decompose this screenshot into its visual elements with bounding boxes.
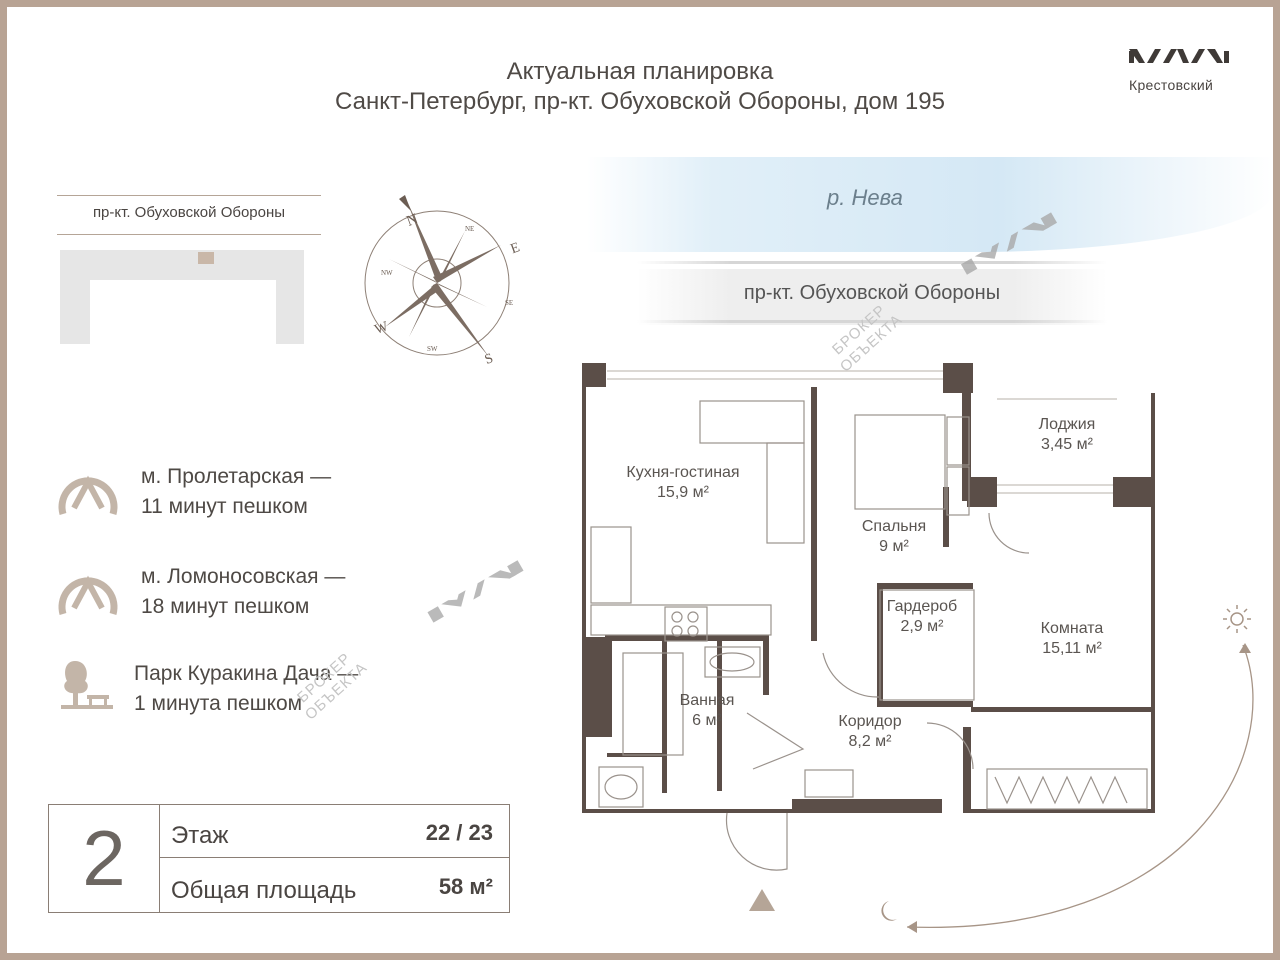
river-label: р. Нева [827,185,903,210]
room-label: Гардероб 2,9 м² [867,597,977,637]
room-area: 3,45 м² [1041,436,1093,453]
room-area: 9 м² [879,538,909,555]
room-label: Кухня-гостиная 15,9 м² [603,463,763,503]
compass-e-label: E [509,240,522,257]
metro-icon [58,475,118,515]
summary-divider [160,857,509,858]
entrance-triangle-icon [749,889,775,911]
compass-s-label: S [483,351,495,367]
mini-map-street [57,195,321,235]
room-area: 8,2 м² [848,733,892,750]
park-icon [61,661,113,709]
compass-sw-label: SW [427,345,438,353]
room-area: 15,9 м² [657,484,709,501]
room-label: Спальня 9 м² [839,517,949,557]
brand-logo-icon [1129,49,1229,63]
floor-label: Этаж [171,822,229,849]
room-area: 2,9 м² [900,618,944,635]
room-name: Комната [1040,620,1104,637]
nearby-distance: 1 минута пешком [134,692,303,715]
nearby-name: м. Пролетарская — [141,465,332,488]
nearby-distance: 11 минут пешком [141,495,308,518]
page-title: Актуальная планировка [506,58,774,85]
floor-value: 22 / 23 [425,820,493,845]
sun-icon [1223,605,1251,633]
summary-box: 2 Этаж 22 / 23 Общая площадь 58 м² [48,804,510,913]
compass-rose-icon: N NE E SE S SW W NW [364,195,522,367]
floor-plan [582,363,1155,871]
avenue-border-bottom [637,320,1107,323]
room-name: Спальня [861,518,927,535]
nearby-name: м. Ломоносовская — [141,565,346,588]
room-name: Лоджия [1038,416,1096,433]
room-name: Коридор [838,713,902,730]
room-area: 6 м² [692,712,722,729]
avenue-label: пр-кт. Обуховской Обороны [743,282,1001,304]
room-label: Коридор 8,2 м² [815,712,925,752]
area-value: 58 м² [438,874,493,899]
compass-nw-label: NW [381,269,393,277]
metro-icon [58,575,118,615]
mini-map-street-label: пр-кт. Обуховской Обороны [92,204,286,221]
rooms-count: 2 [49,805,160,912]
watermark-logo-icon [427,560,524,623]
compass-n-label: N [405,211,421,230]
sun-path [881,605,1254,933]
page: Актуальная планировка Санкт-Петербург, п… [7,7,1273,953]
room-name: Ванная [679,692,735,709]
room-label: Комната 15,11 м² [1017,619,1127,659]
brand-name: Крестовский [1129,77,1214,93]
nearby-name: Парк Куракина Дача — [134,662,359,685]
room-name: Кухня-гостиная [626,464,740,481]
moon-icon [881,901,897,921]
page-subtitle-address: Санкт-Петербург, пр-кт. Обуховской Оборо… [335,88,945,115]
nearby-distance: 18 минут пешком [141,595,310,618]
watermark-logo-icon [960,212,1058,275]
compass-ne-label: NE [465,225,474,233]
compass-w-label: W [373,319,391,338]
avenue-border-top [637,261,1107,264]
room-label: Лоджия 3,45 м² [1017,415,1117,455]
room-name: Гардероб [886,598,958,615]
avenue-road [637,269,1107,325]
room-label: Ванная 6 м² [667,691,747,731]
area-label: Общая площадь [171,877,357,904]
river-area [587,157,1273,252]
room-area: 15,11 м² [1042,640,1102,657]
building-footprint [60,250,304,344]
compass-se-label: SE [505,299,513,307]
apartment-marker [198,252,214,264]
